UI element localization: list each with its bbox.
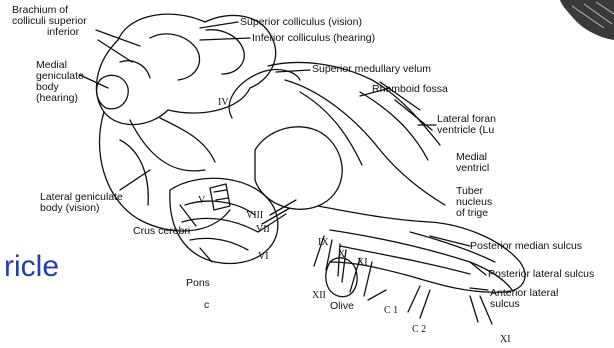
slide-text-fragment: ricle bbox=[4, 250, 59, 284]
label-anterior-lateral-sulcus: Anterior lateral sulcus bbox=[490, 288, 558, 310]
label-lateral-geniculate: Lateral geniculate body (vision) bbox=[40, 192, 123, 214]
label-posterior-median-sulcus: Posterior median sulcus bbox=[470, 241, 582, 252]
label-brachium-colliculi: Brachium of colliculi superior inferior bbox=[12, 5, 87, 38]
nerve-label-ix: IX bbox=[318, 237, 329, 248]
label-tuber-nucleus: Tuber nucleus of trige bbox=[456, 186, 492, 219]
label-medial-geniculate: Medial geniculate body (hearing) bbox=[36, 60, 84, 104]
label-superior-medullary-velum: Superior medullary velum bbox=[312, 64, 431, 75]
nerve-label-viii: VIII bbox=[246, 210, 263, 221]
nerve-label-x: X bbox=[338, 249, 345, 260]
nerve-label-vii: VII bbox=[256, 224, 270, 235]
nerve-label-c1: C 1 bbox=[384, 305, 398, 316]
nerve-label-c2: C 2 bbox=[412, 324, 426, 335]
nerve-label-iv: IV bbox=[218, 97, 229, 108]
nerve-label-vi: VI bbox=[258, 251, 269, 262]
nerve-label-xii: XII bbox=[312, 290, 326, 301]
nerve-label-xi: XI bbox=[357, 257, 368, 268]
label-pons: Pons bbox=[186, 278, 210, 289]
label-posterior-lateral-sulcus: Posterior lateral sulcus bbox=[488, 269, 594, 280]
label-rhomboid-fossa: Rhomboid fossa bbox=[372, 84, 448, 95]
label-olive: Olive bbox=[330, 301, 354, 312]
label-inferior-colliculus: Inferior colliculus (hearing) bbox=[252, 33, 375, 44]
label-medial-ventricle: Medial ventricl bbox=[456, 152, 489, 174]
figure-letter: c bbox=[204, 300, 209, 311]
label-crus-cerebri: Crus cerebri bbox=[133, 226, 190, 237]
label-superior-colliculus: Superior colliculus (vision) bbox=[240, 17, 362, 28]
label-lateral-foramen: Lateral foran ventricle (Lu bbox=[437, 114, 496, 136]
nerve-label-xi-bottom: XI bbox=[500, 334, 511, 345]
nerve-label-v: V bbox=[198, 195, 205, 206]
